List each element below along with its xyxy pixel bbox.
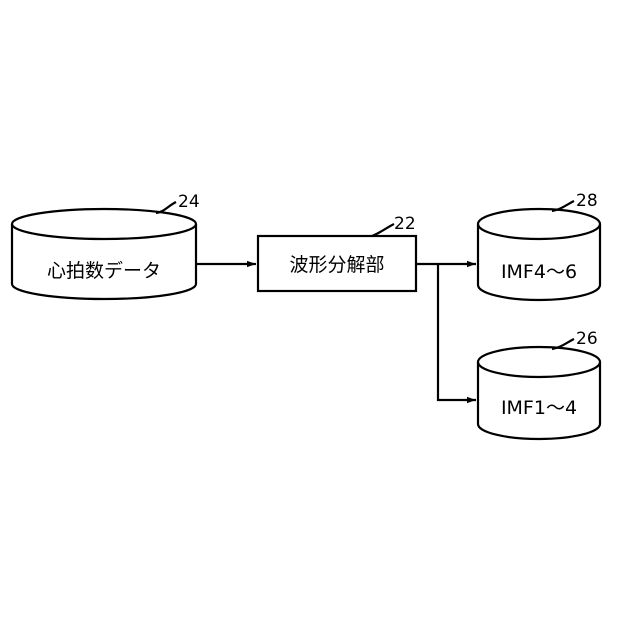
ref-number: 24: [178, 192, 200, 212]
leader-line: [156, 202, 176, 213]
node-label: 波形分解部: [289, 254, 384, 276]
ref-24: 24: [156, 192, 200, 213]
arrow-decomposer-to-imf-1-4: [438, 264, 476, 400]
database-heart-rate-data: 心拍数データ: [12, 209, 196, 299]
ref-number: 22: [394, 214, 416, 234]
cylinder-top: [12, 209, 196, 239]
database-imf-4-6: IMF4～6: [478, 209, 600, 300]
ref-number: 28: [576, 191, 598, 211]
ref-26: 26: [552, 329, 598, 349]
database-imf-1-4: IMF1～4: [478, 347, 600, 439]
node-label: IMF4～6: [501, 261, 577, 283]
ref-28: 28: [552, 191, 598, 211]
node-label: 心拍数データ: [47, 260, 161, 282]
cylinder-top: [478, 347, 600, 377]
ref-22: 22: [372, 214, 416, 236]
node-label: IMF1～4: [501, 397, 577, 419]
ref-number: 26: [576, 329, 598, 349]
cylinder-top: [478, 209, 600, 239]
leader-line: [372, 224, 394, 236]
process-waveform-decomposer: 波形分解部: [258, 236, 416, 291]
